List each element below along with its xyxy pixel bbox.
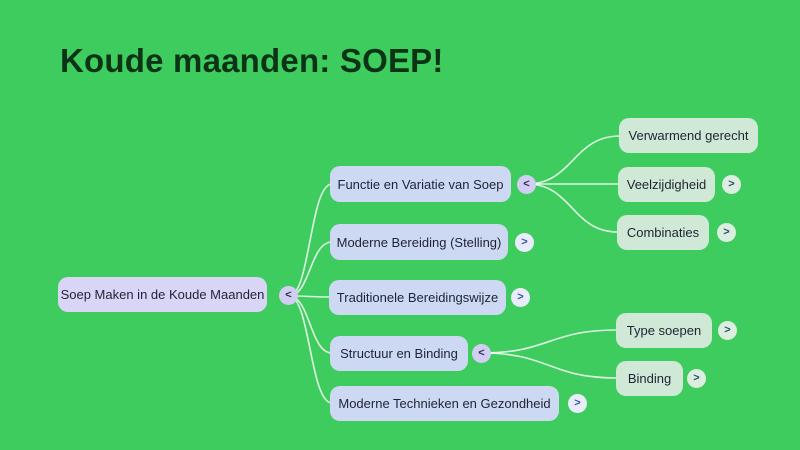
expand-icon: > bbox=[574, 397, 581, 409]
node-label: Functie en Variatie van Soep bbox=[337, 176, 504, 192]
node-binding[interactable]: Binding bbox=[616, 361, 683, 396]
node-root[interactable]: Soep Maken in de Koude Maanden bbox=[58, 277, 267, 312]
expand-icon: > bbox=[517, 291, 524, 303]
node-structuur-en-binding[interactable]: Structuur en Binding bbox=[330, 336, 468, 371]
page-title: Koude maanden: SOEP! bbox=[60, 42, 444, 79]
node-label: Type soepen bbox=[626, 323, 702, 338]
node-combinaties[interactable]: Combinaties bbox=[617, 215, 709, 250]
expand-icon: > bbox=[724, 324, 731, 336]
node-moderne-technieken[interactable]: Moderne Technieken en Gezondheid bbox=[330, 386, 559, 421]
node-label: Combinaties bbox=[626, 225, 700, 240]
node-label: Structuur en Binding bbox=[340, 346, 458, 361]
expand-icon: > bbox=[723, 226, 730, 238]
node-veelzijdigheid-expand-button[interactable]: > bbox=[722, 175, 741, 194]
node-moderne-technieken-expand-button[interactable]: > bbox=[568, 394, 587, 413]
node-type-soepen[interactable]: Type soepen bbox=[616, 313, 712, 348]
node-label: Verwarmend gerecht bbox=[628, 128, 749, 143]
expand-icon: > bbox=[521, 236, 528, 248]
node-label: Traditionele Bereidingswijze bbox=[336, 290, 499, 305]
node-label: Moderne Bereiding (Stelling) bbox=[336, 234, 502, 250]
node-type-soepen-expand-button[interactable]: > bbox=[718, 321, 737, 340]
node-root-collapse-button[interactable]: < bbox=[279, 286, 298, 305]
node-root-label: Soep Maken in de Koude Maanden bbox=[60, 287, 265, 302]
node-traditionele-bereidingswijze[interactable]: Traditionele Bereidingswijze bbox=[329, 280, 506, 315]
collapse-icon: < bbox=[523, 178, 530, 190]
expand-icon: > bbox=[728, 178, 735, 190]
node-label: Moderne Technieken en Gezondheid bbox=[338, 396, 551, 411]
node-moderne-bereiding-expand-button[interactable]: > bbox=[515, 233, 534, 252]
node-verwarmend-gerecht[interactable]: Verwarmend gerecht bbox=[619, 118, 758, 153]
node-traditionele-expand-button[interactable]: > bbox=[511, 288, 530, 307]
node-label: Veelzijdigheid bbox=[626, 177, 707, 192]
node-functie-en-variatie[interactable]: Functie en Variatie van Soep bbox=[330, 166, 511, 202]
node-structuur-collapse-button[interactable]: < bbox=[472, 344, 491, 363]
node-label: Binding bbox=[627, 371, 672, 386]
node-functie-collapse-button[interactable]: < bbox=[517, 175, 536, 194]
collapse-icon: < bbox=[478, 347, 485, 359]
node-moderne-bereiding[interactable]: Moderne Bereiding (Stelling) bbox=[330, 224, 508, 260]
collapse-icon: < bbox=[285, 289, 292, 301]
node-combinaties-expand-button[interactable]: > bbox=[717, 223, 736, 242]
expand-icon: > bbox=[693, 372, 700, 384]
node-binding-expand-button[interactable]: > bbox=[687, 369, 706, 388]
node-veelzijdigheid[interactable]: Veelzijdigheid bbox=[618, 167, 715, 202]
